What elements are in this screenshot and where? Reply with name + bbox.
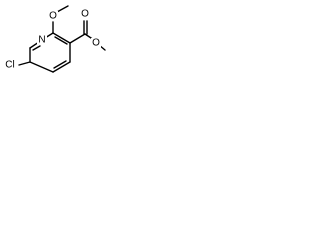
- bond-ring-c4-c5-inner: [53, 60, 67, 69]
- bond-o-methyl: [56, 5, 69, 13]
- bond-c3-carbonyl-c: [69, 33, 86, 44]
- atom-label-layer: N Cl O O O: [2, 9, 101, 71]
- atom-label-n: N: [38, 35, 45, 46]
- atom-label-o-carbonyl: O: [81, 9, 89, 20]
- atom-bg-o-methoxy: [48, 11, 58, 21]
- atom-label-o-methoxy: O: [49, 11, 57, 22]
- bond-ring-c4-c5: [52, 61, 71, 73]
- chemical-structure-diagram: N Cl O O O: [2, 5, 106, 73]
- bond-c6-cl: [18, 61, 31, 66]
- bond-layer: [18, 5, 106, 73]
- bond-ring-c2-c3: [52, 32, 71, 44]
- atom-label-cl: Cl: [5, 60, 14, 71]
- atom-bg-o-ester: [91, 38, 101, 48]
- atom-bg-cl: [2, 60, 18, 70]
- bond-ring-c5-c6: [29, 61, 54, 73]
- atom-bg-o-carbonyl: [80, 9, 90, 19]
- bond-ring-c6-n-inner: [32, 45, 41, 51]
- bond-ring-c2-c3-inner: [54, 36, 68, 45]
- atom-bg-n: [37, 35, 47, 45]
- atom-label-o-ester: O: [92, 38, 100, 49]
